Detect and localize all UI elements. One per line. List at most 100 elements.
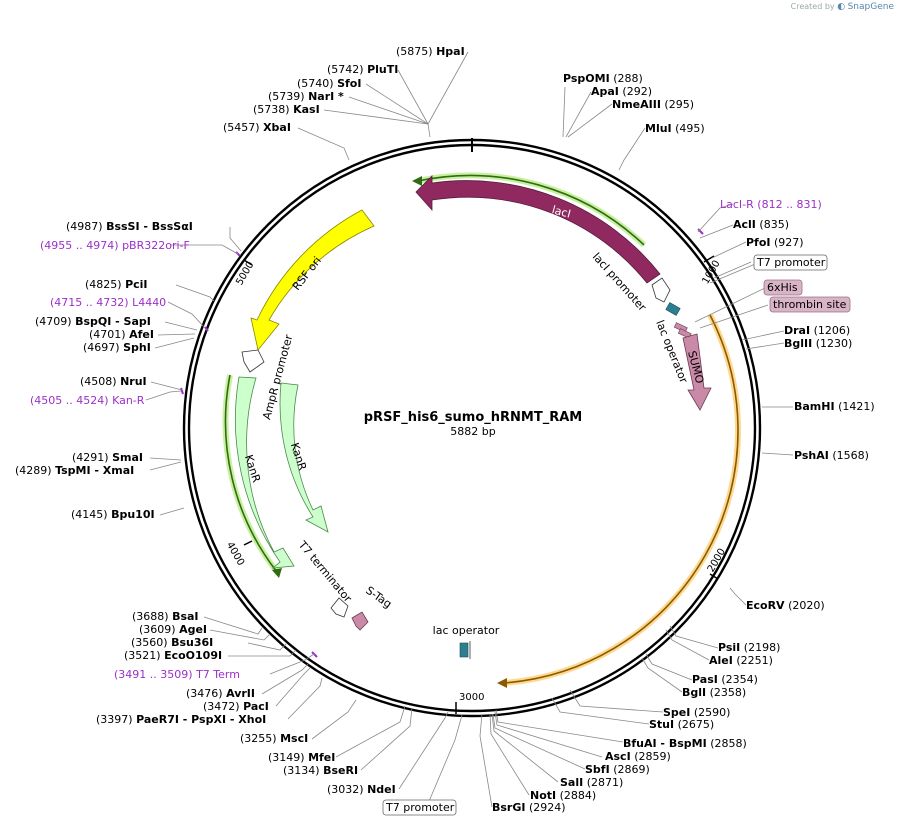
site-pcii[interactable]: (4825) PciI [85,278,148,291]
site-pasi[interactable]: PasI (2354) [692,673,758,686]
t7-promoter-top-label[interactable]: T7 promoter [756,256,826,269]
feature-label-t7-terminator: T7 terminator [295,538,355,605]
site-ndei[interactable]: (3032) NdeI [327,783,396,796]
site-tspmi-xmai[interactable]: (4289) TspMI - XmaI [15,464,134,477]
site-afei[interactable]: (4701) AfeI [89,328,154,341]
thrombin-site-label[interactable]: thrombin site [773,298,847,311]
his6-box [763,279,803,296]
site-pspomi[interactable]: PspOMI (288) [563,72,643,85]
feature-lac-operator-2[interactable] [459,642,469,658]
site-apai[interactable]: ApaI (292) [591,85,652,98]
site-pfoi[interactable]: PfoI (927) [746,236,804,249]
site-bfuai-bspmi[interactable]: BfuAI - BspMI (2858) [623,737,747,750]
site-paci[interactable]: (3472) PacI [203,700,269,713]
primer-mark-laci-r [697,228,704,235]
site-bgli[interactable]: BglI (2358) [682,686,746,699]
site-nrui[interactable]: (4508) NruI [80,375,147,388]
site-smai[interactable]: (4291) SmaI [72,451,143,464]
site-sphi[interactable]: (4697) SphI [83,341,151,354]
site-bsai[interactable]: (3688) BsaI [132,610,199,623]
site-bpu10i[interactable]: (4145) Bpu10I [71,508,155,521]
site-alei[interactable]: AleI (2251) [709,654,773,667]
sumo-orf-arrowhead [497,678,507,688]
site-msci[interactable]: (3255) MscI [240,732,308,745]
tick-2000 [709,573,719,580]
site-psii[interactable]: PsiI (2198) [718,641,780,654]
plasmid-name: pRSF_his6_sumo_hRNMT_RAM [364,410,582,425]
site-leader-lines [145,51,794,808]
site-nmeaiii[interactable]: NmeAIII (295) [612,98,694,111]
t7-promoter-top-box [753,254,828,271]
his6-label[interactable]: 6xHis [767,281,798,294]
tick-1000 [703,255,715,263]
site-kasi[interactable]: (5738) KasI [253,103,320,116]
site-bglii[interactable]: BglII (1230) [784,337,852,350]
watermark-prefix: Created by [790,2,835,11]
site-pluti[interactable]: (5742) PluTI [327,63,398,76]
primer-kan-r[interactable]: (4505 .. 4524) Kan-R [30,394,145,407]
feature-kanr-inner[interactable] [279,382,329,533]
site-drai[interactable]: DraI (1206) [784,324,850,337]
site-spei[interactable]: SpeI (2590) [663,706,730,719]
site-mlui[interactable]: MluI (495) [645,122,705,135]
site-ecoo109i[interactable]: (3521) EcoO109I [124,649,222,662]
primer-labels: LacI-R (812 .. 831) (4955 .. 4974) pBR32… [30,198,822,681]
primer-laci-r[interactable]: LacI-R (812 .. 831) [720,198,822,211]
primer-l4440[interactable]: (4715 .. 4732) L4440 [50,296,166,309]
t7-promoter-bottom-box [382,799,457,816]
site-acli[interactable]: AclI (835) [733,218,789,231]
site-hpai[interactable]: (5875) HpaI [396,45,465,58]
feature-label-s-tag: S-Tag [363,584,394,611]
feature-laci-promoter[interactable] [651,277,671,303]
tick-label-5000: 5000 [234,260,256,288]
feature-label-laci: lacI [550,203,572,220]
boxed-labels: T7 promoter 6xHis thrombin site T7 promo… [382,254,851,816]
site-agei[interactable]: (3609) AgeI [139,623,207,636]
site-sbfi[interactable]: SbfI (2869) [585,763,650,776]
tick-4000 [243,540,253,546]
site-pshai[interactable]: PshAI (1568) [794,449,869,462]
site-xbai[interactable]: (5457) XbaI [223,121,291,134]
site-bamhi[interactable]: BamHI (1421) [794,400,875,413]
orf-highlights [222,172,742,688]
feature-sumo[interactable] [682,333,712,411]
site-bsssi[interactable]: (4987) BssSI - BssSαI [66,220,193,233]
feature-t7-terminator[interactable] [330,597,349,618]
site-stui[interactable]: StuI (2675) [649,718,714,731]
primer-mark-l4440 [204,326,209,332]
sumo-orf-arc [503,314,739,684]
feature-label-lac-operator-2: lac operator [433,624,500,637]
site-bsu36i[interactable]: (3560) Bsu36I [131,636,213,649]
feature-rsf-ori[interactable] [250,209,375,351]
restriction-sites: (5875) HpaI (5742) PluTI (5740) SfoI (57… [15,45,875,814]
feature-kanr-outer[interactable] [234,376,295,569]
site-bspqi-sapi[interactable]: (4709) BspQI - SapI [35,315,151,328]
feature-lac-operator-1[interactable] [665,302,681,316]
site-nari[interactable]: (5739) NarI * [268,90,344,103]
primer-mark-kan-r [180,387,184,395]
primer-t7-term[interactable]: (3491 .. 3509) T7 Term [114,668,240,681]
feature-s-tag[interactable] [351,611,369,631]
laci-orf-arc [417,174,645,246]
site-bseri[interactable]: (3134) BseRI [283,764,358,777]
site-bsrgi[interactable]: BsrGI (2924) [492,801,566,814]
primer-mark-t7-term [311,651,318,658]
site-avrii[interactable]: (3476) AvrII [186,687,255,700]
tick-label-3000: 3000 [459,692,484,703]
site-asci[interactable]: AscI (2859) [605,750,671,763]
site-mfei[interactable]: (3149) MfeI [268,751,335,764]
feature-ampr-promoter[interactable] [241,349,265,373]
t7-promoter-bottom-label[interactable]: T7 promoter [385,801,455,814]
site-paer7i-pspxi-xhoi[interactable]: (3397) PaeR7I - PspXI - XhoI [96,713,266,726]
plasmid-length: 5882 bp [450,425,495,438]
site-sfoi[interactable]: (5740) SfoI [297,77,361,90]
watermark-brand: SnapGene [847,2,894,12]
site-ecorv[interactable]: EcoRV (2020) [746,599,825,612]
site-sali[interactable]: SalI (2871) [560,776,623,789]
thrombin-site-box [769,296,851,313]
feature-laci[interactable] [415,175,661,284]
primer-pbr322ori-f[interactable]: (4955 .. 4974) pBR322ori-F [40,239,190,252]
site-noti[interactable]: NotI (2884) [530,789,596,802]
tick-label-4000: 4000 [224,540,246,568]
